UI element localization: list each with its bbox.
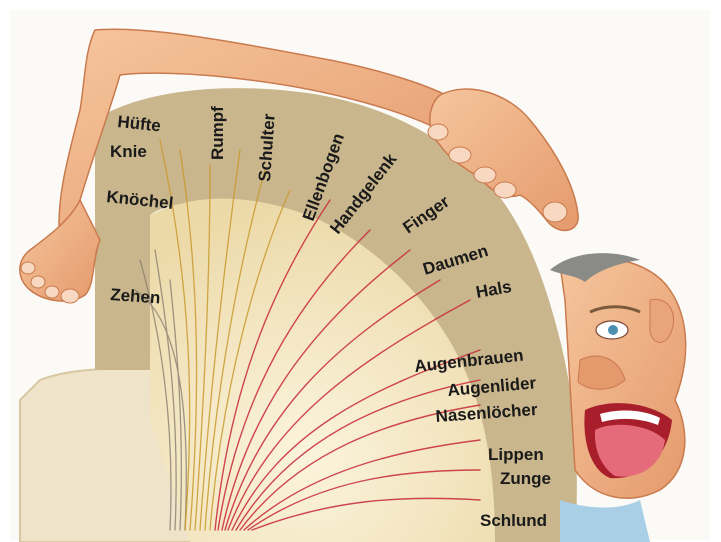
label-knie: Knie: [110, 142, 147, 161]
iris: [608, 325, 618, 335]
label-zehen: Zehen: [110, 285, 161, 307]
label-lippen: Lippen: [488, 445, 544, 464]
label-zunge: Zunge: [500, 469, 551, 488]
label-rumpf: Rumpf: [208, 106, 227, 160]
label-schlund: Schlund: [480, 511, 547, 530]
